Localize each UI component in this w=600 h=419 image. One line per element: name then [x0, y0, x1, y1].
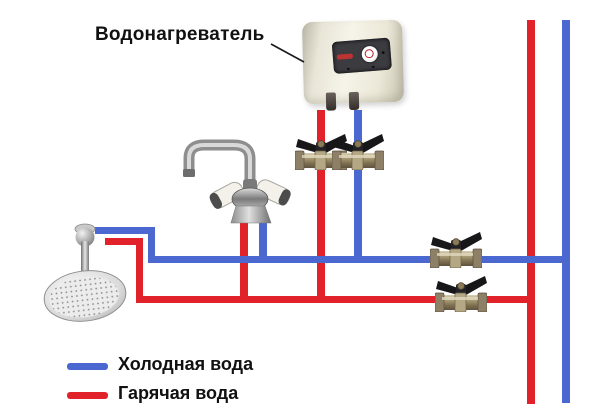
water-heater — [301, 19, 405, 111]
legend-cold-label: Холодная вода — [118, 354, 254, 374]
pipe-cold-heater-drop — [354, 110, 362, 263]
legend-hot-swatch — [67, 392, 108, 399]
faucet-handle-right — [256, 179, 291, 206]
pipe-cold-faucet-drop — [259, 221, 267, 263]
legend-cold-swatch — [67, 363, 108, 370]
faucet-base — [230, 205, 272, 224]
indicator-dot — [381, 50, 385, 55]
pipe-cold-shower-stub — [95, 227, 155, 234]
hot-riser — [527, 20, 535, 404]
shower-head — [43, 223, 127, 322]
heater-inlet-stub — [348, 91, 360, 111]
brand-logo-mark — [336, 53, 354, 60]
heater-label: Водонагреватель — [95, 24, 265, 45]
shower-ball-joint — [75, 227, 95, 247]
pipe-cold-main — [148, 256, 570, 263]
pipe-hot-main — [136, 296, 535, 303]
water-heater-control-panel — [331, 37, 393, 74]
dial-ring — [364, 48, 375, 59]
spout-outlet — [183, 169, 195, 177]
pipe-cold-shower-elbow — [148, 227, 155, 263]
pipe-hot-shower-stub — [105, 238, 143, 245]
thermostat-dial — [361, 45, 379, 63]
panel-screw-right — [371, 65, 375, 69]
ball-valve-hot-main-icon — [435, 276, 487, 312]
ball-valve-cold-heater-icon — [332, 134, 384, 170]
heater-outlet-stub — [325, 92, 337, 111]
pipe-hot-heater-drop — [317, 110, 325, 303]
faucet-handle-left — [209, 181, 244, 209]
panel-screw-left — [346, 67, 350, 70]
cold-riser — [562, 20, 570, 403]
pipe-hot-shower-elbow — [136, 238, 143, 303]
mixer-faucet — [183, 139, 291, 224]
ball-valve-cold-main-icon — [430, 232, 482, 268]
legend-hot-label: Гарячая вода — [118, 383, 239, 403]
